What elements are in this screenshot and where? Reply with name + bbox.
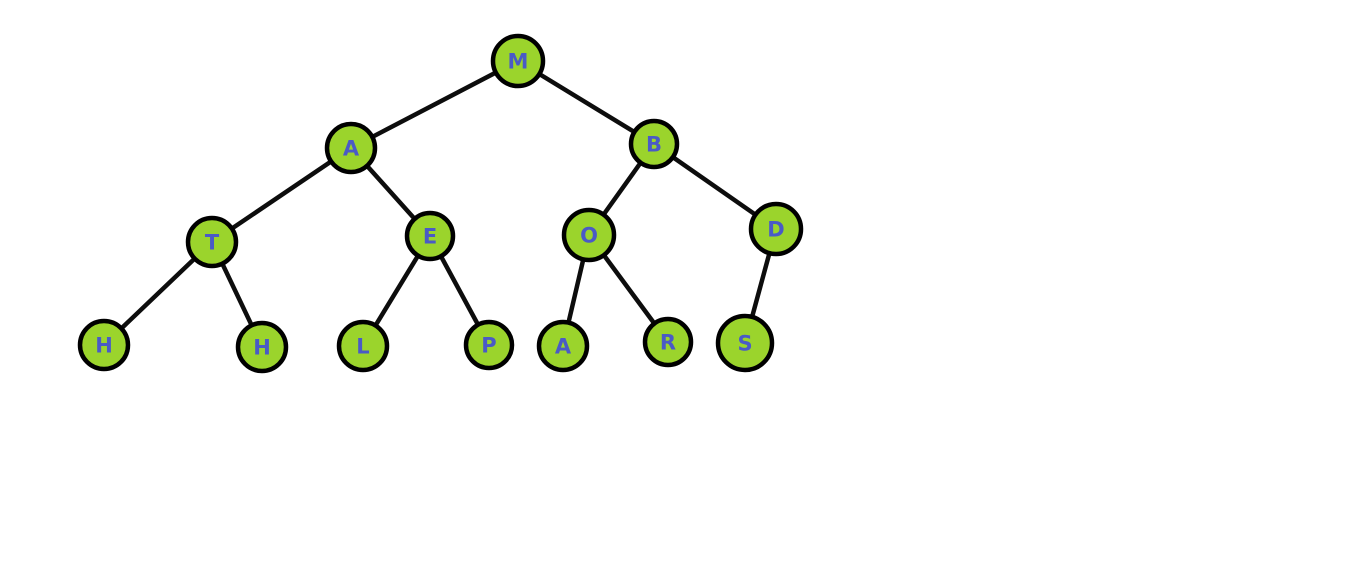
node-circle-R [642, 316, 694, 368]
tree-node-T: T [185, 215, 239, 269]
tree-node-A1: A [324, 121, 378, 175]
tree-node-M: M [490, 33, 546, 89]
node-label-A1: A [343, 137, 360, 161]
node-circle-B [628, 118, 680, 170]
tree-node-R: R [642, 316, 694, 368]
node-label-M: M [508, 50, 529, 74]
tree-node-B: B [628, 118, 680, 170]
node-label-S: S [737, 332, 752, 356]
node-label-H2: H [253, 336, 271, 360]
node-circle-T [185, 215, 239, 269]
node-circle-H1 [77, 318, 131, 372]
node-circle-H2 [235, 320, 289, 374]
tree-node-P: P [463, 319, 515, 371]
node-label-L: L [356, 335, 369, 359]
tree-edge-M-A1 [348, 58, 521, 151]
node-circle-P [463, 319, 515, 371]
tree-node-S: S [715, 313, 775, 373]
node-circle-O [561, 207, 617, 263]
tree-node-H1: H [77, 318, 131, 372]
node-circle-L [336, 319, 390, 373]
node-label-A2: A [555, 335, 572, 359]
tree-node-D: D [748, 201, 804, 257]
tree-node-O: O [561, 207, 617, 263]
node-label-B: B [646, 133, 662, 157]
node-circle-E [404, 210, 456, 262]
node-label-O: O [580, 224, 598, 248]
tree-node-A2: A [536, 319, 590, 373]
tree-node-H2: H [235, 320, 289, 374]
node-label-T: T [205, 231, 220, 255]
node-label-R: R [660, 331, 676, 355]
node-label-E: E [423, 225, 437, 249]
node-circle-M [490, 33, 546, 89]
node-circle-S [715, 313, 775, 373]
node-label-H1: H [95, 334, 113, 358]
node-label-P: P [481, 334, 496, 358]
node-circle-A1 [324, 121, 378, 175]
tree-node-E: E [404, 210, 456, 262]
tree-edge-A1-T [209, 145, 354, 245]
node-circle-A2 [536, 319, 590, 373]
node-label-D: D [767, 218, 784, 242]
node-circle-D [748, 201, 804, 257]
tree-node-L: L [336, 319, 390, 373]
